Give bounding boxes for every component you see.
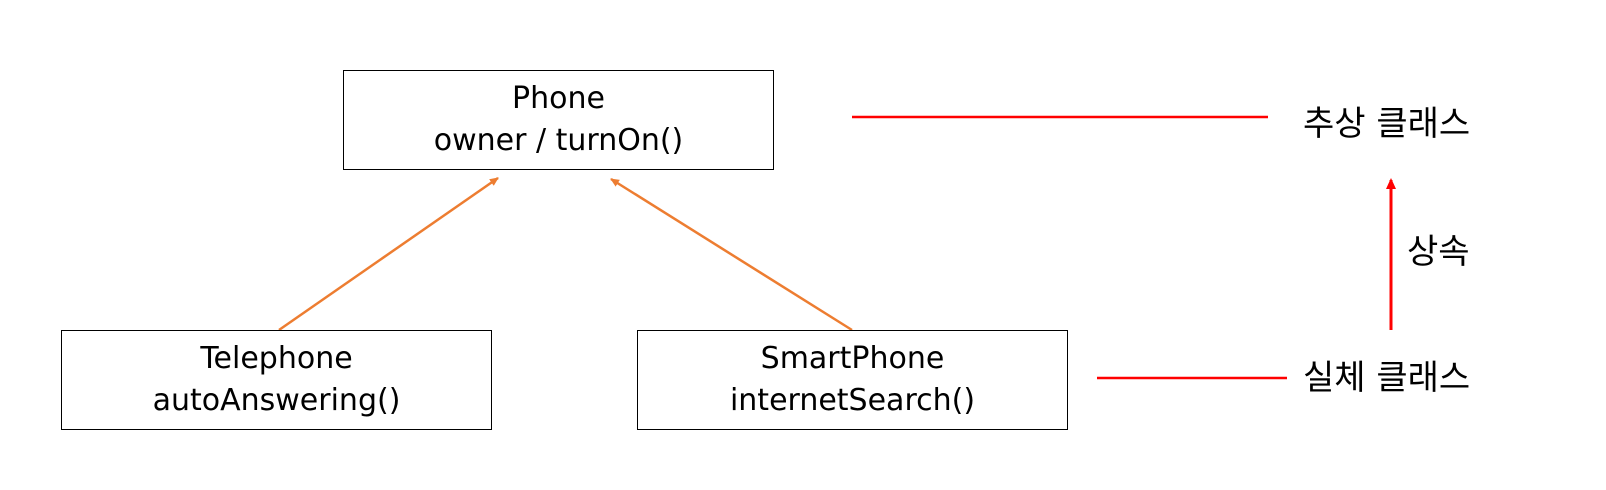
phone-class-members: owner / turnOn() [433,123,684,158]
phone-class-box: Phone owner / turnOn() [343,70,774,170]
smartphone-class-box: SmartPhone internetSearch() [637,330,1068,430]
smartphone-class-name: SmartPhone [760,341,945,376]
smartphone-inherits-arrow [610,177,853,332]
concrete-class-label: 실체 클래스 [1303,358,1471,398]
telephone-class-name: Telephone [200,341,353,376]
phone-class-name: Phone [512,81,605,116]
telephone-inherits-arrow [278,176,499,332]
telephone-class-box: Telephone autoAnswering() [61,330,492,430]
smartphone-class-members: internetSearch() [729,383,976,418]
telephone-class-members: autoAnswering() [152,383,401,418]
abstract-class-label: 추상 클래스 [1303,104,1471,144]
inheritance-label: 상속 [1407,232,1470,272]
